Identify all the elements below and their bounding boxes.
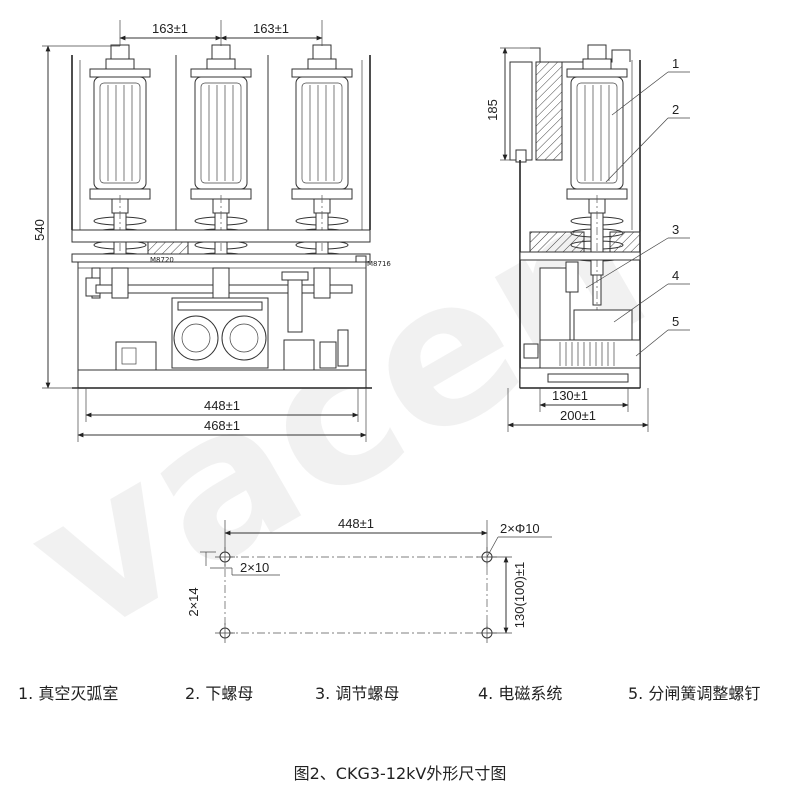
legend: 1. 真空灭弧室 2. 下螺母 3. 调节螺母 4. 电磁系统 5. 分闸簧调整… — [18, 684, 760, 703]
dim-width-outer: 468±1 — [204, 418, 240, 433]
dim-pitch-right: 163±1 — [253, 21, 289, 36]
legend-item-2: 2. 下螺母 — [185, 684, 253, 703]
mounting-view: 448±1 2×Φ10 2×10 2×14 130(100)±1 — [186, 516, 552, 643]
motor-label-right: M8716 — [367, 260, 391, 268]
dim-mount-slot-h: 2×14 — [186, 587, 201, 616]
front-view: M8720 M8716 — [32, 20, 391, 442]
legend-item-5: 5. 分闸簧调整螺钉 — [628, 684, 760, 703]
callout-2: 2 — [672, 102, 679, 117]
figure-caption: 图2、CKG3-12kV外形尺寸图 — [294, 764, 507, 783]
legend-item-3: 3. 调节螺母 — [315, 684, 399, 703]
callout-3: 3 — [672, 222, 679, 237]
callout-5: 5 — [672, 314, 679, 329]
dim-mount-depth: 130(100)±1 — [512, 562, 527, 628]
callout-1: 1 — [672, 56, 679, 71]
dim-side-height: 185 — [485, 99, 500, 121]
motor-label-left: M8720 — [150, 256, 174, 264]
dim-mount-slot-w: 2×10 — [240, 560, 269, 575]
dim-mount-hole: 2×Φ10 — [500, 521, 540, 536]
dim-side-depth-inner: 130±1 — [552, 388, 588, 403]
dim-side-depth-outer: 200±1 — [560, 408, 596, 423]
legend-item-1: 1. 真空灭弧室 — [18, 684, 118, 703]
dim-width-inner: 448±1 — [204, 398, 240, 413]
callout-4: 4 — [672, 268, 679, 283]
dim-pitch-left: 163±1 — [152, 21, 188, 36]
side-view: 185 130±1 200±1 1 2 3 4 5 — [485, 44, 690, 432]
dim-mount-width: 448±1 — [338, 516, 374, 531]
legend-item-4: 4. 电磁系统 — [478, 684, 562, 703]
dim-height: 540 — [32, 219, 47, 241]
